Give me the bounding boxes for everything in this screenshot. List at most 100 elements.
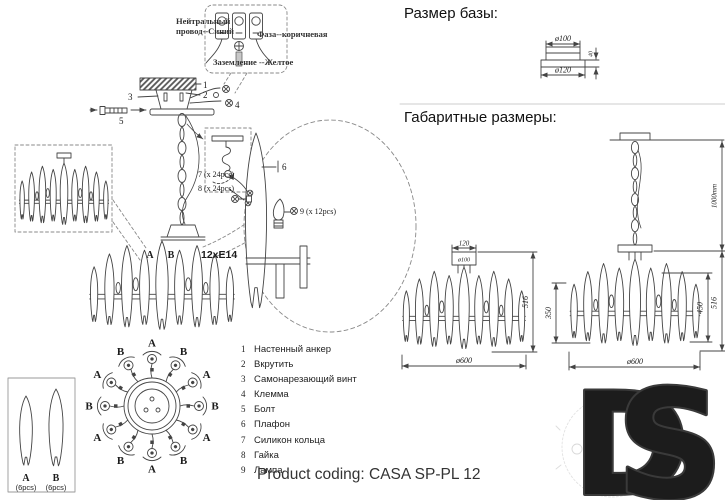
terminal-screw-icon [225,99,233,107]
part-name: Плафон [254,419,291,431]
part-number: 1 [241,344,246,354]
top-view-label: A [148,464,156,476]
dim-canopy-width: 120 [459,240,470,248]
chandelier-top-view [97,351,207,461]
chandelier-canopy [166,224,200,238]
mount-wires [189,87,222,104]
dim-drawing-fixed [401,244,538,370]
hook-detail-inset [204,127,252,193]
top-view-label: A [93,432,101,444]
base-size-drawing [540,40,600,80]
phase-wire [255,38,272,63]
top-view-label: A [148,338,156,350]
callout-9: 9 (x 12pcs) [300,207,336,216]
top-view-label: A [93,369,101,381]
top-view-label: B [211,401,219,413]
callout-7: 7 (x 24pcs) [198,170,234,179]
dim-drawing-chain [551,132,725,371]
callout-2: 2 [203,90,208,100]
dim-right-inner-height: 450 [696,302,705,314]
blade-b-label: B [168,250,175,261]
logo-letter-d: D [572,363,690,500]
top-view-label: B [117,346,125,358]
top-view-label: A [203,432,211,444]
dim-right-diameter: ø600 [626,357,643,366]
part-number: 7 [241,434,246,445]
ground-symbol-icon [234,41,244,51]
base-height: 40 [588,51,595,57]
shade-detail-view [202,119,417,333]
ceiling-anchor-block [139,77,197,91]
part-number: 6 [241,419,246,430]
part-number: 3 [241,374,246,385]
parts-list-item: 8 Гайка [241,450,357,461]
bulb-screw-icon [290,207,298,215]
svg-labels: 1 2 3 4 5 6 7 (x 24pcs) 8 (x 24pcs) 9 (x… [16,34,725,500]
part-number: 2 [241,359,246,370]
screw-nut-icon [231,195,252,203]
parts-list-item: 7 Силикон кольца [241,435,357,446]
lamp-count-label: 12xE14 [201,249,237,261]
neutral-wire [205,38,223,64]
product-coding: Product coding: CASA SP-PL 12 [257,466,481,483]
part-name: Клемма [254,389,289,401]
dim-left-height: 516 [521,296,530,308]
blade-box-a-qty: (6pcs) [16,483,37,492]
part-name: Вкрутить [254,359,294,371]
part-name: Гайка [254,449,279,461]
top-view-label: B [180,346,188,358]
callout-8: 8 (x 24pcs) [198,184,234,193]
bolt-icon [89,106,147,115]
parts-list-item: 3 Самонарезающий винт [241,374,357,385]
parts-list-item: 6 Плафон [241,419,357,430]
base-size-heading: Размер базы: [404,5,498,22]
base-bottom-diameter: ø120 [554,66,571,75]
overall-dimensions-heading: Габаритные размеры: [404,109,557,126]
callout-6: 6 [282,162,287,172]
part-number: 5 [241,404,246,415]
part-name: Самонарезающий винт [254,374,357,386]
logo-letter-s: S [616,359,724,500]
top-view-arms [97,351,207,461]
parts-list-item: 2 Вкрутить [241,359,357,370]
chandelier-preview-inset [14,144,147,261]
blade-b-icon [48,388,64,467]
suspension-chain [177,113,204,225]
terminal-screw-icon [222,85,230,93]
blade-box-b: B [53,473,60,484]
part-name: Лампа [254,464,283,476]
top-view-label: B [117,455,125,467]
blade-box-a: A [22,473,30,484]
callout-4: 4 [235,100,240,110]
parts-list-item: 4 Клемма [241,389,357,400]
part-number: 8 [241,449,246,460]
ground-wire-label: Заземление --Желтое [213,57,294,67]
ground-wire [235,51,243,67]
brand-logo [555,392,663,498]
base-top-diameter: ø100 [554,34,571,43]
callout-3: 3 [128,92,133,102]
wiring-terminal-detail [204,4,288,94]
dim-right-outer-height: 516 [710,297,719,309]
mount-plate [149,108,215,116]
silicone-ring-screw-icon [246,189,254,197]
part-number: 4 [241,389,246,400]
chandelier-front-view [90,224,235,329]
dim-chain-length: 1000mm [711,184,719,208]
neutral-wire-label-line2: провод--Синий [176,25,234,36]
shade-bracket [245,245,311,299]
top-view-label: A [203,369,211,381]
blade-a-icon [19,395,33,466]
blade-a-label: A [146,250,154,261]
ceiling-mount [89,77,233,116]
neutral-wire-label: Нейтральный провод--Синий [176,16,234,36]
power-cord [181,115,200,225]
part-name: Силикон кольца [254,434,326,446]
dim-canopy-diameter: ø100 [457,258,470,264]
